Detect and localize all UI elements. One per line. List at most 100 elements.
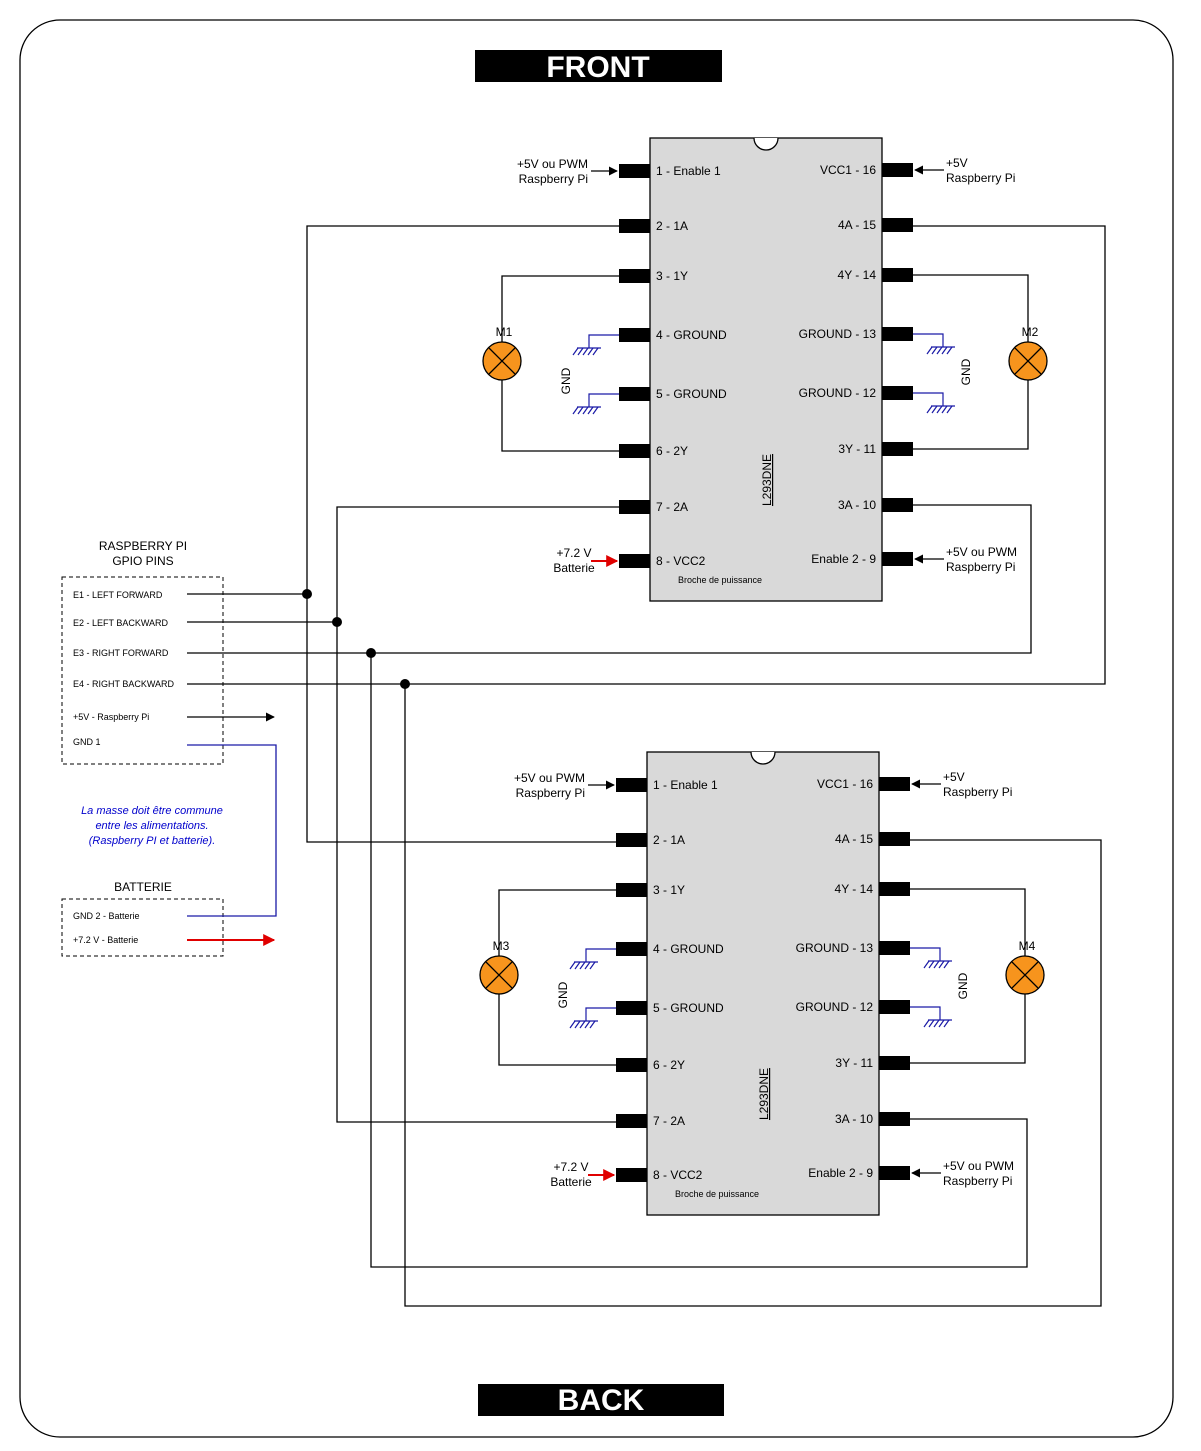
top-pin-left-label-4: 4 - GROUND bbox=[656, 328, 727, 342]
page-frame bbox=[19, 19, 1174, 1438]
top-power-note: Broche de puissance bbox=[678, 575, 762, 585]
top-pin-left-label-5: 5 - GROUND bbox=[656, 387, 727, 401]
top-pin-left-label-8: 8 - VCC2 bbox=[656, 554, 706, 568]
bottom-pin-right-2 bbox=[879, 832, 910, 846]
top-pin-right-label-6: 3Y - 11 bbox=[838, 442, 876, 456]
top-motor-left-label: M1 bbox=[496, 325, 513, 339]
l293-chip-bottom: 1 - Enable 1 2 - 1A 3 - 1Y 4 - GROUND 5 - GR… bbox=[479, 751, 1045, 1216]
bottom-pin-right-label-1: VCC1 - 16 bbox=[817, 777, 873, 791]
bottom-gnd-symbol-4 bbox=[569, 948, 616, 970]
note-line2: entre les alimentations. bbox=[95, 820, 208, 832]
top-motor-right-wires bbox=[913, 274, 1029, 450]
bottom-gnd-symbol-5 bbox=[569, 1007, 616, 1029]
bottom-pin-left-3 bbox=[616, 883, 647, 897]
top-pin-left-2 bbox=[619, 219, 650, 233]
bottom-vcc1-label-2: Raspberry Pi bbox=[943, 785, 1012, 799]
bottom-motor-left: M3 bbox=[479, 939, 519, 995]
top-enable1-label-1: +5V ou PWM bbox=[517, 157, 588, 171]
bottom-gnd-label-left: GND bbox=[556, 981, 570, 1008]
bottom-pin-left-label-7: 7 - 2A bbox=[653, 1114, 685, 1128]
bottom-pin-right-label-6: 3Y - 11 bbox=[835, 1056, 873, 1070]
bottom-pin-right-8 bbox=[879, 1166, 910, 1180]
bottom-pin-left-label-8: 8 - VCC2 bbox=[653, 1168, 703, 1182]
gpio-pin-e4: E4 - RIGHT BACKWARD bbox=[73, 679, 175, 689]
bottom-pin-right-label-3: 4Y - 14 bbox=[835, 882, 874, 896]
gpio-wires bbox=[187, 225, 1106, 1307]
gpio-pin-e2: E2 - LEFT BACKWARD bbox=[73, 618, 169, 628]
top-notch bbox=[753, 137, 779, 151]
bottom-pin-left-8 bbox=[616, 1168, 647, 1182]
top-motor-right: M2 bbox=[1008, 325, 1048, 381]
gpio-box: RASPBERRY PI GPIO PINS E1 - LEFT FORWARD… bbox=[61, 539, 224, 765]
bottom-pin-right-label-8: Enable 2 - 9 bbox=[808, 1166, 873, 1180]
bottom-pin-right-5 bbox=[879, 1000, 910, 1014]
top-vcc1-label-2: Raspberry Pi bbox=[946, 171, 1015, 185]
note-line1: La masse doit être commune bbox=[81, 805, 223, 817]
top-pin-left-label-6: 6 - 2Y bbox=[656, 444, 688, 458]
bottom-pin-left-6 bbox=[616, 1058, 647, 1072]
top-gnd-symbol-4 bbox=[572, 334, 619, 356]
top-pin-right-2 bbox=[882, 218, 913, 232]
bottom-motor-right-wires bbox=[910, 888, 1026, 1064]
top-pin-left-label-3: 3 - 1Y bbox=[656, 269, 688, 283]
top-pin-left-6 bbox=[619, 444, 650, 458]
gpio-pin-5v: +5V - Raspberry Pi bbox=[73, 712, 149, 722]
top-pin-left-4 bbox=[619, 328, 650, 342]
bottom-gnd-symbol-12 bbox=[910, 1006, 952, 1028]
bottom-motor-left-label: M3 bbox=[493, 939, 510, 953]
bottom-pin-right-label-2: 4A - 15 bbox=[835, 832, 873, 846]
top-enable1-label-2: Raspberry Pi bbox=[519, 172, 588, 186]
bottom-pin-left-5 bbox=[616, 1001, 647, 1015]
bottom-pin-left-label-5: 5 - GROUND bbox=[653, 1001, 724, 1015]
bottom-notch bbox=[750, 751, 776, 765]
gpio-pin-gnd: GND 1 bbox=[73, 737, 101, 747]
bottom-body bbox=[646, 751, 880, 1216]
bottom-enable1-label-2: Raspberry Pi bbox=[516, 786, 585, 800]
top-pin-left-label-7: 7 - 2A bbox=[656, 500, 688, 514]
bottom-pin-left-label-1: 1 - Enable 1 bbox=[653, 778, 718, 792]
top-chip-name: L293DNE bbox=[760, 454, 774, 506]
top-pin-left-8 bbox=[619, 554, 650, 568]
top-pin-right-label-8: Enable 2 - 9 bbox=[811, 552, 876, 566]
bottom-pin-left-label-2: 2 - 1A bbox=[653, 833, 685, 847]
bottom-pin-left-label-6: 6 - 2Y bbox=[653, 1058, 685, 1072]
top-pin-right-label-3: 4Y - 14 bbox=[838, 268, 877, 282]
bottom-gnd-symbol-13 bbox=[910, 947, 952, 969]
top-motor-right-label: M2 bbox=[1022, 325, 1039, 339]
bottom-pin-right-1 bbox=[879, 777, 910, 791]
top-gnd-label-left: GND bbox=[559, 367, 573, 394]
bottom-pin-left-7 bbox=[616, 1114, 647, 1128]
bottom-pin-right-6 bbox=[879, 1056, 910, 1070]
gpio-pin-e1: E1 - LEFT FORWARD bbox=[73, 590, 163, 600]
bottom-pin-left-label-4: 4 - GROUND bbox=[653, 942, 724, 956]
gpio-title-line2: GPIO PINS bbox=[112, 554, 173, 568]
back-banner: BACK bbox=[478, 1384, 724, 1417]
top-pin-right-5 bbox=[882, 386, 913, 400]
top-pin-right-1 bbox=[882, 163, 913, 177]
bottom-pin-left-label-3: 3 - 1Y bbox=[653, 883, 685, 897]
top-body bbox=[649, 137, 883, 602]
top-pin-right-7 bbox=[882, 498, 913, 512]
gpio-title-line1: RASPBERRY PI bbox=[99, 539, 187, 553]
gpio-pin-e3: E3 - RIGHT FORWARD bbox=[73, 648, 169, 658]
bottom-pin-right-3 bbox=[879, 882, 910, 896]
bottom-power-note: Broche de puissance bbox=[675, 1189, 759, 1199]
top-pin-right-label-7: 3A - 10 bbox=[838, 498, 876, 512]
top-pin-left-3 bbox=[619, 269, 650, 283]
bottom-pin-right-7 bbox=[879, 1112, 910, 1126]
battery-pin-gnd: GND 2 - Batterie bbox=[73, 911, 140, 921]
top-pin-left-5 bbox=[619, 387, 650, 401]
top-motor-left: M1 bbox=[482, 325, 522, 381]
bottom-pin-left-2 bbox=[616, 833, 647, 847]
top-pin-right-label-2: 4A - 15 bbox=[838, 218, 876, 232]
bottom-vcc2-label-2: Batterie bbox=[550, 1175, 592, 1189]
bottom-pin-right-label-5: GROUND - 12 bbox=[796, 1000, 874, 1014]
top-pin-right-4 bbox=[882, 327, 913, 341]
bottom-pin-left-4 bbox=[616, 942, 647, 956]
bottom-motor-left-wires bbox=[498, 889, 616, 1066]
note-line3: (Raspberry PI et batterie). bbox=[89, 835, 216, 847]
top-vcc2-label-1: +7.2 V bbox=[556, 546, 591, 560]
top-enable2-label-2: Raspberry Pi bbox=[946, 560, 1015, 574]
battery-title: BATTERIE bbox=[114, 880, 172, 894]
